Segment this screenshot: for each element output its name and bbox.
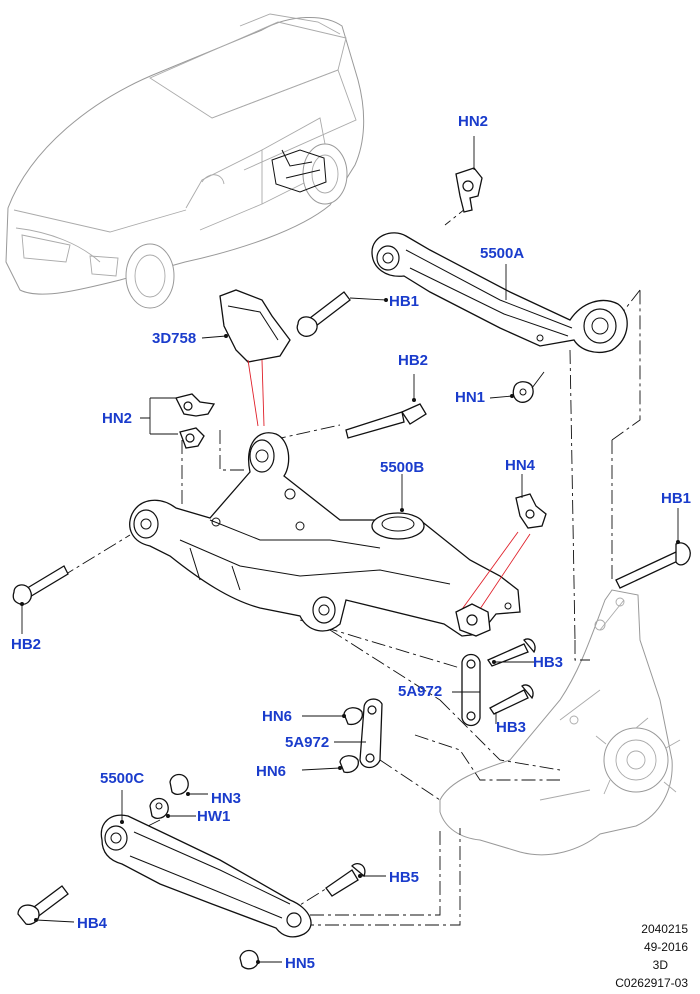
callout-hn4: HN4 — [505, 457, 536, 474]
callout-3d758: 3D758 — [152, 330, 197, 347]
drawing-meta-code: 2040215 — [641, 922, 688, 936]
callout-hb4: HB4 — [77, 915, 108, 932]
bolt-hb2-upper — [345, 374, 427, 439]
callout-5500a: 5500A — [480, 245, 525, 262]
lower-arm-5500c — [100, 790, 312, 938]
callout-hb3-upper: HB3 — [533, 654, 564, 671]
wheel-knuckle-ghost — [439, 589, 681, 856]
callout-5500b: 5500B — [380, 459, 425, 476]
drawing-meta-date: 49-2016 — [643, 940, 688, 954]
bolt-hb4 — [17, 885, 75, 926]
lower-arm-5500b — [129, 432, 521, 637]
drawing-meta-id: C0262917-03 — [615, 976, 688, 990]
callout-hn2-left: HN2 — [102, 410, 133, 427]
drawing-meta-view: 3D — [652, 958, 668, 972]
callout-hn3: HN3 — [211, 790, 242, 807]
callout-hb1-right: HB1 — [661, 490, 692, 507]
callout-hn6-upper: HN6 — [262, 708, 293, 725]
callout-hb3-lower: HB3 — [496, 719, 527, 736]
callout-hw1: HW1 — [197, 808, 231, 825]
bracket-hn4 — [455, 474, 547, 637]
bolt-hb2-left — [12, 565, 69, 634]
leader-dots — [20, 298, 680, 964]
nut-hn5 — [239, 949, 282, 970]
upper-arm-5500a — [371, 232, 628, 354]
brackets-hn2-left — [140, 393, 216, 449]
bolt-hb1-upper — [296, 291, 387, 337]
callout-hn2-top: HN2 — [458, 113, 489, 130]
bolt-hb3-lower — [489, 684, 534, 724]
nuts-hn6 — [301, 707, 363, 774]
bolt-hb5 — [325, 862, 386, 897]
callout-hn6-lower: HN6 — [256, 763, 287, 780]
callout-hb2-upper: HB2 — [398, 352, 429, 369]
callout-hn5: HN5 — [285, 955, 316, 972]
callout-hb1-upper: HB1 — [389, 293, 420, 310]
bolt-hb1-right — [615, 508, 691, 589]
bolt-hb3-upper — [487, 638, 536, 667]
shield-3d758 — [201, 289, 291, 427]
nut-hn3-washer-hw1 — [149, 773, 208, 820]
callout-5a972-upper: 5A972 — [398, 683, 443, 700]
callout-hb5: HB5 — [389, 869, 420, 886]
bracket-hn2-top — [455, 136, 483, 213]
callout-hb2-left: HB2 — [11, 636, 42, 653]
vehicle-illustration — [5, 13, 365, 309]
callout-hn1: HN1 — [455, 389, 486, 406]
nut-hn1 — [489, 371, 545, 403]
callout-5500c: 5500C — [100, 770, 145, 787]
link-5a972-upper — [452, 653, 481, 727]
link-5a972-lower — [334, 698, 383, 769]
callout-5a972-lower: 5A972 — [285, 734, 330, 751]
